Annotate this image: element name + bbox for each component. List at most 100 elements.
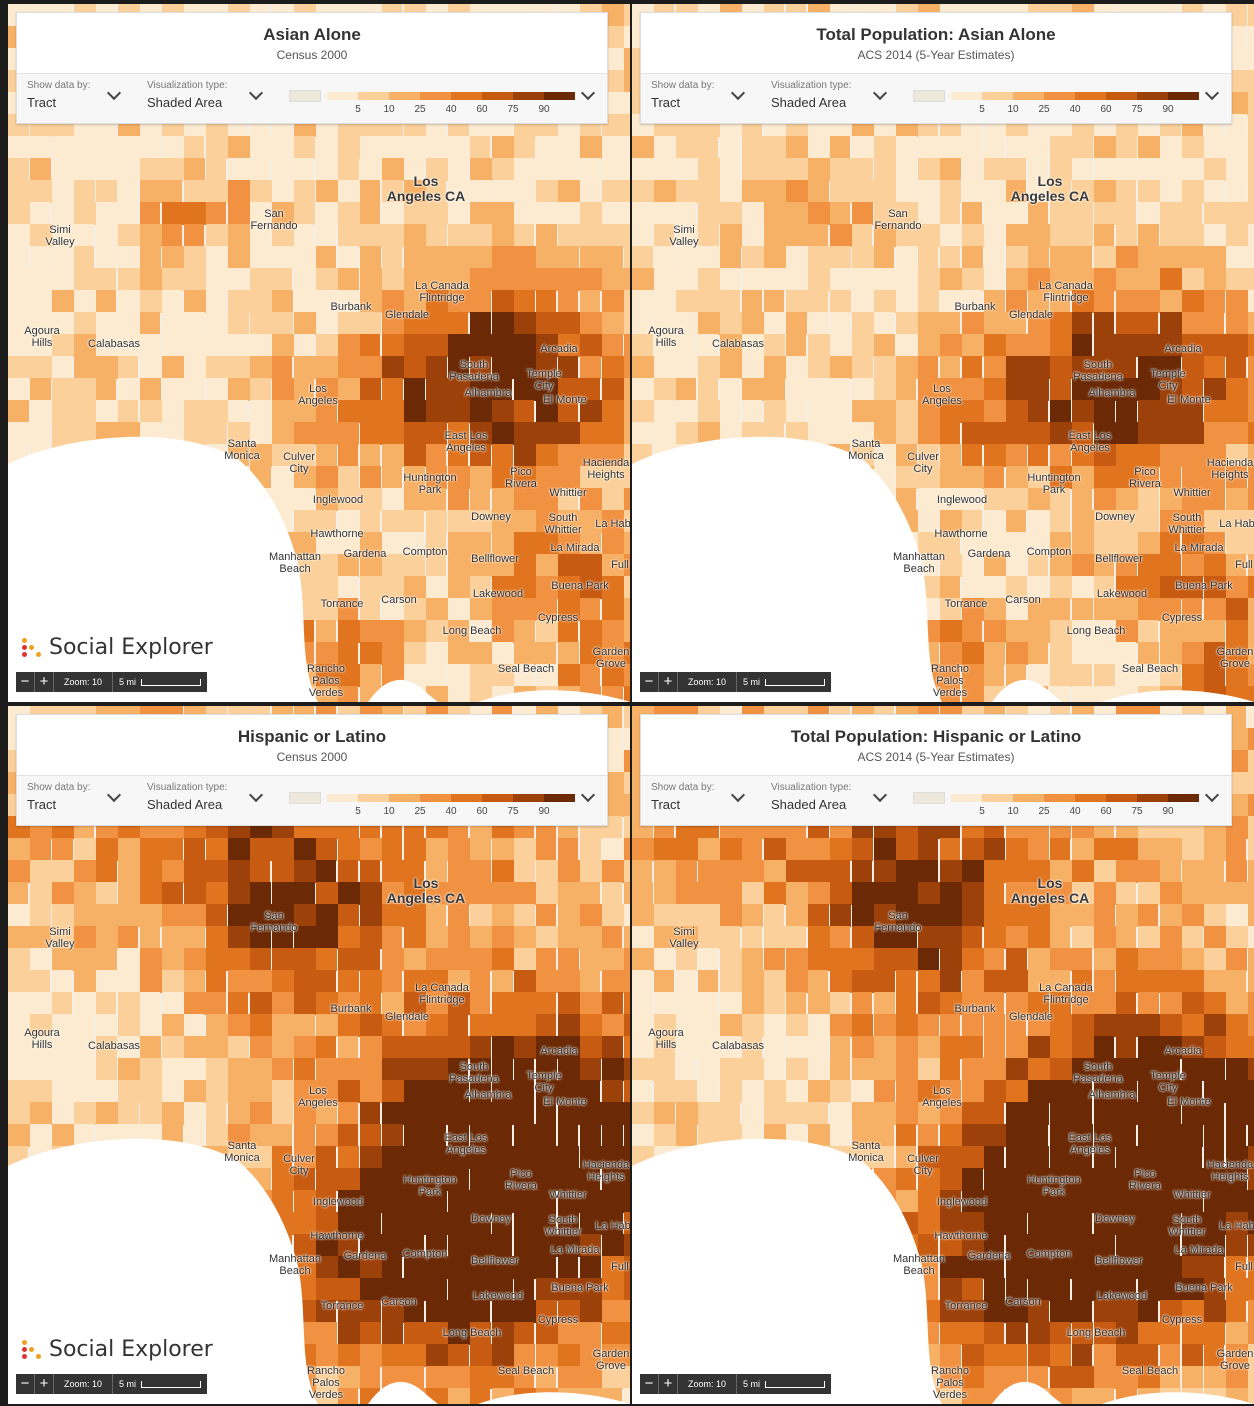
tract-shape — [1072, 598, 1093, 621]
tract-shape — [1050, 312, 1074, 335]
tract-shape — [808, 158, 830, 181]
visualization-type-select[interactable]: Visualization type: Shaded Area — [771, 80, 851, 110]
tract-shape — [1050, 1146, 1072, 1169]
tract-shape — [228, 948, 253, 971]
tract-shape — [360, 1058, 384, 1081]
show-data-by-select[interactable]: Show data by: Tract — [27, 80, 90, 110]
chevron-down-icon[interactable] — [580, 787, 596, 803]
tract-shape — [984, 554, 1006, 577]
tract-shape — [962, 576, 986, 599]
tract-shape — [918, 1190, 942, 1213]
tract-shape — [1028, 422, 1053, 445]
zoom-out-icon[interactable]: − — [16, 672, 35, 692]
tract-shape — [52, 948, 74, 971]
tract-shape — [1116, 268, 1139, 291]
visualization-type-select[interactable]: Visualization type: Shaded Area — [771, 782, 851, 812]
tract-shape — [250, 904, 272, 927]
tract-shape — [162, 290, 182, 313]
tract-shape — [316, 136, 339, 159]
tract-shape — [96, 180, 117, 203]
chevron-down-icon[interactable] — [580, 85, 596, 101]
map-subtitle: Census 2000 — [276, 750, 348, 764]
chevron-down-icon[interactable] — [730, 85, 746, 101]
tract-shape — [1160, 620, 1184, 643]
tract-shape — [250, 882, 271, 905]
tract-shape — [698, 246, 720, 269]
zoom-out-icon[interactable]: − — [16, 1374, 35, 1394]
chevron-down-icon[interactable] — [248, 787, 264, 803]
tract-shape — [492, 904, 514, 927]
tract-shape — [1006, 1102, 1029, 1125]
zoom-in-icon[interactable]: + — [35, 1374, 54, 1394]
tract-shape — [1116, 620, 1139, 643]
tract-shape — [1248, 904, 1254, 927]
tract-shape — [118, 882, 143, 905]
tract-shape — [1204, 860, 1224, 883]
chevron-down-icon[interactable] — [106, 787, 122, 803]
tract-shape — [514, 642, 536, 665]
visualization-type-select[interactable]: Visualization type: Shaded Area — [147, 80, 227, 110]
zoom-in-icon[interactable]: + — [659, 1374, 678, 1394]
zoom-in-icon[interactable]: + — [659, 672, 678, 692]
tract-shape — [984, 422, 1009, 445]
chevron-down-icon[interactable] — [872, 85, 888, 101]
chevron-down-icon[interactable] — [1204, 787, 1220, 803]
tract-shape — [1248, 1256, 1254, 1279]
show-data-by-select[interactable]: Show data by: Tract — [27, 782, 90, 812]
tract-shape — [1072, 466, 1097, 489]
show-data-by-select[interactable]: Show data by: Tract — [651, 80, 714, 110]
tract-shape — [96, 268, 116, 291]
tract-shape — [624, 1036, 630, 1059]
chevron-down-icon[interactable] — [1204, 85, 1220, 101]
tract-shape — [404, 598, 427, 621]
tract-shape — [426, 926, 449, 949]
tract-shape — [1160, 664, 1181, 687]
tract-shape — [808, 334, 833, 357]
tract-shape — [74, 290, 96, 313]
tract-shape — [874, 246, 894, 269]
tract-shape — [940, 860, 964, 883]
legend-no-data-swatch — [913, 792, 945, 804]
tract-shape — [874, 882, 899, 905]
tract-shape — [602, 1278, 624, 1301]
tract-shape — [558, 246, 579, 269]
tract-shape — [624, 224, 630, 247]
chevron-down-icon[interactable] — [730, 787, 746, 803]
scale-bar: 5 mi — [737, 677, 831, 687]
show-data-by-select[interactable]: Show data by: Tract — [651, 782, 714, 812]
tract-shape — [470, 290, 491, 313]
tract-shape — [1072, 686, 1096, 702]
tract-shape — [8, 882, 28, 905]
chevron-down-icon[interactable] — [106, 85, 122, 101]
tract-shape — [896, 1080, 919, 1103]
visualization-type-select[interactable]: Visualization type: Shaded Area — [147, 782, 227, 812]
tract-shape — [602, 576, 624, 599]
chevron-down-icon[interactable] — [248, 85, 264, 101]
tract-shape — [962, 1278, 983, 1301]
legend-color-bar — [327, 794, 575, 802]
tract-shape — [1182, 904, 1205, 927]
tract-shape — [184, 334, 206, 357]
tract-shape — [1116, 334, 1140, 357]
choropleth-map[interactable] — [632, 706, 1254, 1404]
zoom-out-icon[interactable]: − — [640, 1374, 659, 1394]
tract-shape — [1226, 598, 1248, 621]
tract-shape — [602, 1300, 626, 1323]
zoom-in-icon[interactable]: + — [35, 672, 54, 692]
chevron-down-icon[interactable] — [872, 787, 888, 803]
tract-shape — [1204, 202, 1227, 225]
tract-shape — [624, 664, 630, 687]
tract-shape — [786, 948, 809, 971]
tract-shape — [206, 992, 226, 1015]
zoom-out-icon[interactable]: − — [640, 672, 659, 692]
tract-shape — [984, 1014, 1005, 1037]
tract-shape — [896, 1190, 918, 1213]
